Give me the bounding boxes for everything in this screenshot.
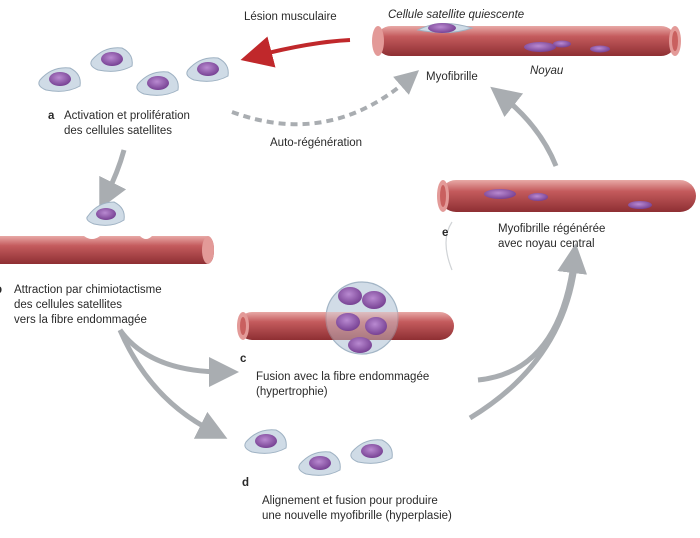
label-lesion: Lésion musculaire [244,11,337,23]
step-e-letter: e [442,227,449,239]
step-b-line1: Attraction par chimiotactisme [14,284,162,296]
intact-myofibril [372,23,681,56]
label-self-renewal: Auto-régénération [270,137,363,149]
step-b-line2: des cellules satellites [14,299,123,311]
step-d-line2: une nouvelle myofibrille (hyperplasie) [262,510,452,522]
step-b-letter: b [0,283,2,297]
step-a-line2: des cellules satellites [64,125,173,137]
arrow-b-to-c [117,328,239,387]
label-myofibril: Myofibrille [426,71,478,83]
regenerated-myofibril [437,180,696,212]
aligned-cells [244,429,393,476]
self-renewal-arrow [231,70,420,127]
step-e-line1: Myofibrille régénérée [498,223,606,235]
activated-cells [38,47,229,96]
step-d-line1: Alignement et fusion pour produire [262,495,438,507]
faint-arc [445,221,453,271]
arrow-a-to-b [99,149,127,210]
fusion-fiber [237,281,454,355]
label-nucleus: Noyau [530,65,564,77]
step-e-line2: avec noyau central [498,238,595,250]
arrow-e-to-myofibril [490,86,559,167]
arrow-b-to-d [117,329,228,439]
injury-arrow [240,36,351,68]
step-d-letter: d [242,477,250,489]
step-a-line1: Activation et prolifération [64,110,190,122]
step-c-letter: c [240,353,247,365]
step-c-line2: (hypertrophie) [256,386,328,398]
damaged-fiber [0,201,214,264]
step-c-line1: Fusion avec la fibre endommagée [256,371,430,383]
step-b-line3: vers la fibre endommagée [14,314,147,326]
label-quiescent-cell: Cellule satellite quiescente [388,9,525,21]
step-a-letter: a [48,110,55,122]
arrow-d-to-e [468,257,579,421]
